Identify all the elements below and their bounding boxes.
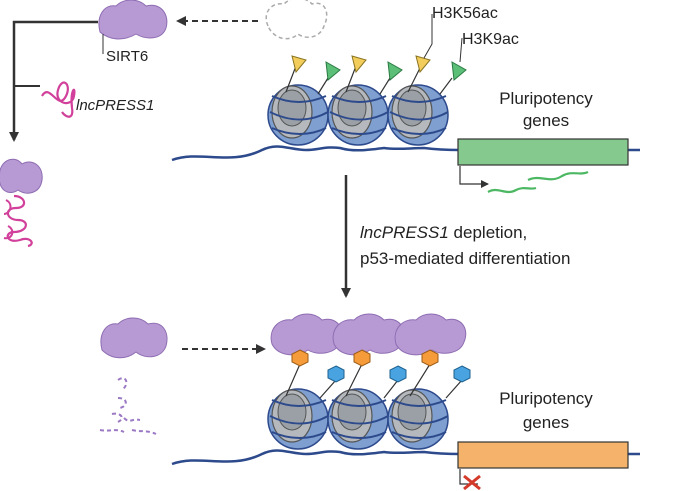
h3k9ac-leader xyxy=(459,37,463,63)
sirt6-ghost-outline xyxy=(265,0,328,40)
lncpress1-degraded xyxy=(99,377,157,435)
transcripts xyxy=(487,170,589,194)
red-x-icon xyxy=(463,474,481,491)
nucleosome-bottom-2 xyxy=(327,388,389,450)
pluripotency-label-top-line2: genes xyxy=(523,111,569,130)
h3k9ac-label: H3K9ac xyxy=(462,31,519,48)
transition-label-line1: lncPRESS1 depletion, xyxy=(360,223,527,242)
h3k56ac-leader xyxy=(423,14,433,59)
nucleosome-top-1 xyxy=(267,84,329,146)
transition-label-rest: depletion, xyxy=(449,223,527,242)
nucleosome-top-2 xyxy=(327,84,389,146)
dna-top xyxy=(171,145,640,162)
lncpress1-label: lncPRESS1 xyxy=(76,97,154,114)
lncpress1-rna xyxy=(41,81,76,118)
pluripotency-gene-silenced xyxy=(457,441,629,469)
dna-bottom xyxy=(171,449,640,466)
sirt6-label: SIRT6 xyxy=(106,48,148,65)
pluripotency-label-top-line1: Pluripotency xyxy=(499,89,593,108)
sirt6-protein-top xyxy=(98,0,168,40)
nucleosome-top-3 xyxy=(387,84,449,146)
histone-marks-bottom xyxy=(285,349,471,399)
sirt6-bound-row xyxy=(270,313,467,356)
transition-label-italic: lncPRESS1 xyxy=(360,223,449,242)
pluripotency-label-bottom-line2: genes xyxy=(523,413,569,432)
sirt6-lncpress1-complex xyxy=(0,158,43,248)
nucleosome-bottom-1 xyxy=(267,388,329,450)
pluripotency-gene-active xyxy=(457,138,629,166)
binding-arrow xyxy=(9,20,98,142)
sirt6-protein-free xyxy=(100,317,168,359)
nucleosome-bottom-3 xyxy=(387,388,449,450)
h3k56ac-label: H3K56ac xyxy=(432,5,498,22)
pluripotency-label-bottom-line1: Pluripotency xyxy=(499,389,593,408)
tss-arrow-top xyxy=(459,166,489,188)
transition-label-line2: p53-mediated differentiation xyxy=(360,249,570,268)
acetylation-marks-top xyxy=(285,55,467,95)
